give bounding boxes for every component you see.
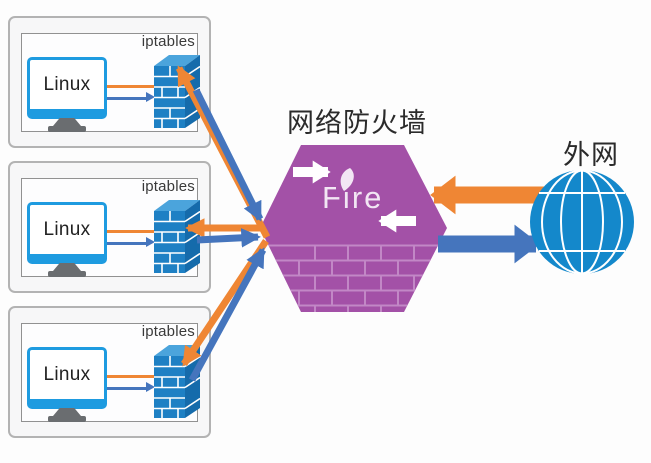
firewall-brick-pattern: [260, 244, 447, 312]
external-network-label: 外网: [563, 140, 619, 170]
iptables-label-1: iptables: [141, 33, 195, 50]
firewall-hexagon-icon: Fire: [260, 145, 447, 312]
brick-wall-icon-1: [154, 55, 200, 128]
host-box-2: iptables Linux: [8, 161, 211, 293]
firewall-title: 网络防火墙: [287, 108, 427, 138]
cable-blue-arrowhead-3: [146, 382, 155, 392]
cable-blue-3: [107, 387, 147, 390]
linux-label-1: Linux: [43, 73, 91, 95]
cable-orange-3: [107, 375, 154, 378]
cable-orange-1: [107, 85, 154, 88]
iptables-label-3: iptables: [141, 323, 195, 340]
monitor-base-3: [48, 416, 86, 422]
iptables-label-2: iptables: [141, 178, 195, 195]
linux-label-3: Linux: [43, 363, 91, 385]
monitor-stand-3: [53, 408, 81, 416]
cable-blue-arrowhead-1: [146, 92, 155, 102]
host-box-3: iptables Linux: [8, 306, 211, 438]
brick-wall-icon-3: [154, 345, 200, 418]
fire-i-dot-cover: [336, 175, 350, 190]
monitor-base-2: [48, 271, 86, 277]
brick-wall-icon-2: [154, 200, 200, 273]
cable-blue-1: [107, 97, 147, 100]
linux-label-2: Linux: [43, 218, 91, 240]
monitor-base-1: [48, 126, 86, 132]
fire-leaf-icon: [340, 168, 354, 191]
linux-monitor-2: Linux: [27, 202, 107, 264]
monitor-stand-2: [53, 263, 81, 271]
host-box-1: iptables Linux: [8, 16, 211, 148]
cable-blue-2: [107, 242, 147, 245]
fire-label: Fire: [322, 180, 383, 215]
globe-icon: [530, 169, 634, 275]
linux-monitor-1: Linux: [27, 57, 107, 119]
monitor-stand-1: [53, 118, 81, 126]
cable-orange-2: [107, 230, 154, 233]
linux-monitor-3: Linux: [27, 347, 107, 409]
cable-blue-arrowhead-2: [146, 237, 155, 247]
